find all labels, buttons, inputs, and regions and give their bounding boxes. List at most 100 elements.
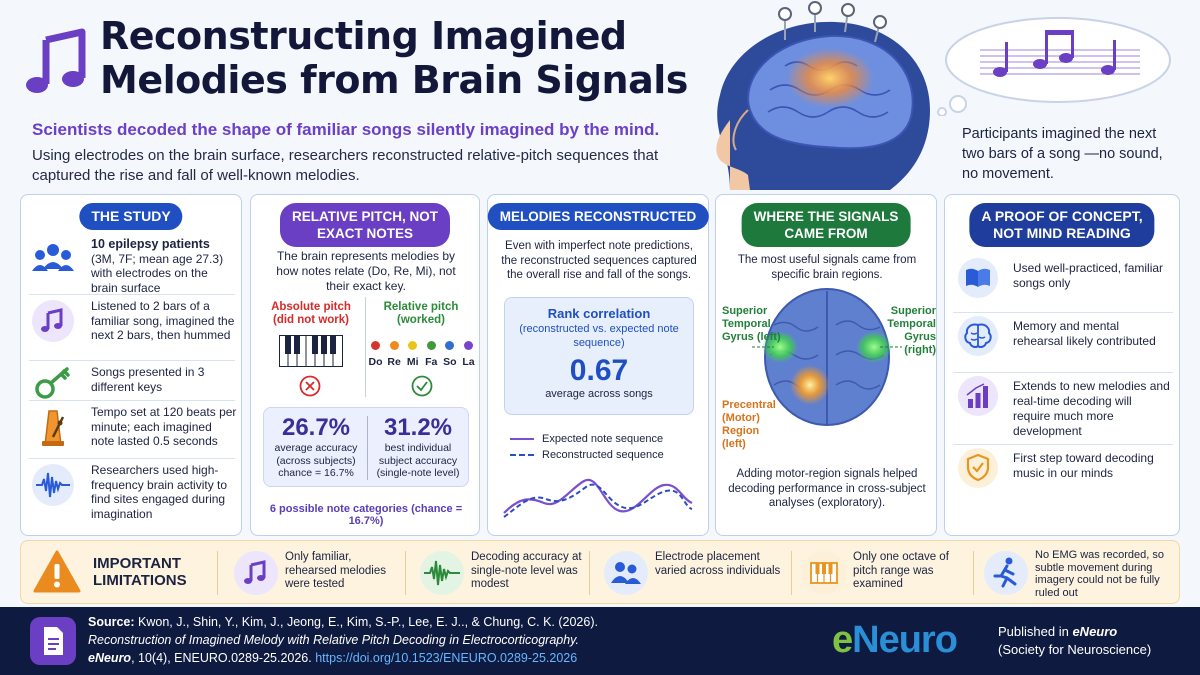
metronome-icon: [42, 410, 65, 446]
source-citation: Source: Kwon, J., Shin, Y., Kim, J., Jeo…: [88, 615, 598, 665]
melodies-desc: Even with imperfect note predictions, th…: [501, 240, 697, 281]
thought-bubble: [937, 17, 1171, 116]
item-text: Researchers used high-frequency brain ac…: [91, 463, 228, 521]
limitation-item: No EMG was recorded, so subtle movement …: [983, 547, 1175, 599]
page-title: Reconstructing Imagined Melodies from Br…: [100, 14, 688, 102]
list-item: First step toward decoding music in our …: [953, 445, 1173, 509]
bubble-caption: Participants imagined the next two bars …: [962, 126, 1163, 182]
pitch-comparison: Absolute pitch(did not work) Relative pi…: [261, 297, 475, 397]
music-note-icon: [26, 28, 86, 93]
sequence-legend: Expected note sequence Reconstructed seq…: [510, 431, 700, 463]
region-left-stg: Superior Temporal Gyrus (left): [722, 305, 781, 343]
doi-link[interactable]: https://doi.org/10.1523/ENEURO.0289-25.2…: [315, 651, 578, 665]
piano-keys-icon: [279, 335, 343, 367]
note-re: Re: [386, 341, 403, 368]
item-text: Extends to new melodies and real-time de…: [1013, 379, 1170, 438]
waveform-icon: [32, 464, 74, 506]
item-text: Used well-practiced, familiar songs only: [1013, 261, 1164, 290]
published-in: Published in eNeuro (Society for Neurosc…: [998, 624, 1152, 657]
item-text: First step toward decoding music in our …: [1013, 451, 1154, 480]
study-card: THE STUDY 10 epilepsy patients(3M, 7F; m…: [20, 194, 242, 536]
rank-correlation-box: Rank correlation (reconstructed vs. expe…: [504, 297, 694, 415]
book-icon: [958, 258, 998, 298]
list-item: 10 epilepsy patients(3M, 7F; mean age 27…: [29, 233, 235, 295]
relative-pitch-desc: The brain represents melodies by how not…: [276, 249, 456, 293]
relative-pitch-label: Relative pitch(worked): [383, 301, 459, 326]
note-label: So: [443, 356, 457, 368]
document-icon: [30, 617, 76, 665]
proof-card: A PROOF OF CONCEPT, NOT MIND READING Use…: [944, 194, 1180, 536]
brain-top-view: [752, 288, 902, 426]
solfege-notes: Do Re Mi Fa So La: [367, 341, 477, 375]
list-item: Songs presented in 3 different keys: [29, 361, 235, 401]
note-dot: [389, 341, 399, 350]
bar-chart-icon: [958, 376, 998, 416]
sequence-lines-illustration: [503, 478, 693, 518]
best-accuracy: 31.2% best individual subject accuracy (…: [376, 414, 460, 479]
note-label: Re: [387, 356, 401, 368]
melodies-card: MELODIES RECONSTRUCTED Even with imperfe…: [487, 194, 709, 536]
limitation-item: Decoding accuracy at single-note level w…: [419, 547, 591, 599]
list-item: Extends to new melodies and real-time de…: [953, 373, 1173, 445]
item-text: Songs presented in 3 different keys: [91, 365, 205, 394]
subtitle: Scientists decoded the shape of familiar…: [32, 120, 660, 139]
limitation-item: Electrode placement varied across indivi…: [603, 547, 783, 599]
note-fa: Fa: [423, 341, 440, 368]
limitation-text: Only familiar, rehearsed melodies were t…: [285, 551, 387, 590]
item-text: (3M, 7F; mean age 27.3) with electrodes …: [91, 251, 224, 295]
rank-subtitle: (reconstructed vs. expected note sequenc…: [519, 323, 679, 349]
relative-pitch-card: RELATIVE PITCH, NOT EXACT NOTES The brai…: [250, 194, 480, 536]
signals-desc: The most useful signals came from specif…: [737, 254, 917, 281]
limitation-item: Only one octave of pitch range was exami…: [801, 547, 971, 599]
limitation-text: Decoding accuracy at single-note level w…: [471, 551, 582, 590]
note-so: So: [441, 341, 458, 368]
legend-expected: Expected note sequence: [510, 431, 700, 447]
region-right-stg: Superior Temporal Gyrus (right): [887, 305, 936, 356]
header: Reconstructing Imagined Melodies from Br…: [0, 0, 1200, 190]
note-do: Do: [367, 341, 384, 368]
proof-title: A PROOF OF CONCEPT, NOT MIND READING: [969, 203, 1155, 247]
music-note-icon: [32, 300, 74, 342]
signals-foot: Adding motor-region signals helped decod…: [728, 468, 926, 509]
people-icon: [604, 551, 648, 595]
list-item: Tempo set at 120 beats per minute; each …: [29, 401, 237, 459]
rank-title: Rank correlation: [547, 306, 651, 321]
limitation-text: Electrode placement varied across indivi…: [655, 551, 781, 577]
note-dot: [408, 341, 418, 350]
absolute-pitch-label: Absolute pitch(did not work): [271, 301, 351, 326]
note-mi: Mi: [404, 341, 421, 368]
limitation-text: No EMG was recorded, so subtle movement …: [1035, 549, 1164, 599]
accuracy-stats: 26.7% average accuracy (across subjects)…: [263, 407, 469, 487]
note-dot: [371, 341, 380, 350]
eneuro-logo: eNeuro: [832, 619, 958, 661]
note-dot: [463, 341, 473, 350]
note-label: Mi: [406, 356, 419, 368]
limitation-item: Only familiar, rehearsed melodies were t…: [233, 547, 408, 599]
brain-icon: [958, 316, 998, 356]
note-categories-footnote: 6 possible note categories (chance = 16.…: [269, 503, 463, 527]
item-text: Tempo set at 120 beats per minute; each …: [91, 405, 237, 448]
note-dot: [445, 341, 455, 350]
note-label: La: [462, 356, 475, 368]
item-text: Listened to 2 bars of a familiar song, i…: [91, 299, 235, 342]
note-label: Do: [368, 356, 383, 368]
rank-foot: average across songs: [545, 388, 653, 400]
region-motor: Precentral (Motor) Region (left): [722, 399, 776, 450]
list-item: Listened to 2 bars of a familiar song, i…: [29, 295, 235, 361]
note-label: Fa: [425, 356, 438, 368]
list-item: Memory and mental rehearsal likely contr…: [953, 313, 1173, 373]
reconstructed-line: [503, 483, 693, 518]
people-icon: [32, 244, 74, 271]
cross-icon: [299, 375, 321, 397]
shield-check-icon: [958, 448, 998, 488]
limitation-text: Only one octave of pitch range was exami…: [853, 551, 949, 590]
intro-text: Using electrodes on the brain surface, r…: [32, 147, 659, 184]
note-dot: [426, 341, 436, 350]
list-item: Used well-practiced, familiar songs only: [953, 255, 1173, 313]
melodies-title: MELODIES RECONSTRUCTED: [487, 203, 709, 230]
expected-line: [503, 478, 693, 514]
rank-value: 0.67: [569, 354, 629, 387]
legend-reconstructed: Reconstructed sequence: [510, 447, 700, 463]
warning-icon: [33, 550, 81, 593]
